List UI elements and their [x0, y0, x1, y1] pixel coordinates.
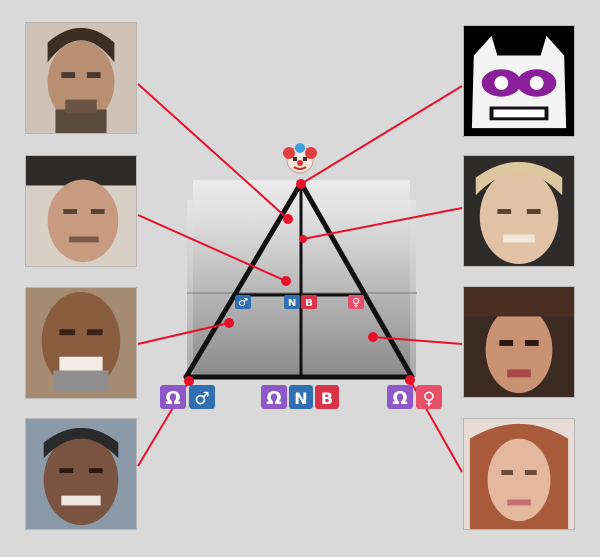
base-omega-female-badge: Ω ♀ [387, 385, 442, 409]
base-omega-male-badge: Ω ♂ [160, 385, 215, 409]
base-center-omega: Ω [266, 388, 281, 409]
connector-dots [184, 179, 415, 386]
portrait-left-2 [25, 155, 137, 267]
triangle [183, 180, 415, 380]
portrait-left-4 [25, 418, 137, 530]
connector-left-1 [137, 83, 289, 220]
inner-female-label: ♀ [352, 296, 360, 309]
base-right-female: ♀ [423, 389, 435, 409]
base-omega-nb-badge: Ω N B [261, 385, 339, 409]
base-left-male: ♂ [194, 389, 209, 409]
inner-nb-b-label: B [305, 298, 313, 309]
portrait-right-3 [463, 286, 575, 398]
inner-male-label: ♂ [238, 296, 248, 309]
inner-male-badge: ♂ [235, 295, 251, 309]
base-center-n: N [294, 389, 307, 408]
inner-nb-badge: N B [284, 295, 317, 309]
inner-nb-n-label: N [288, 298, 296, 309]
portrait-right-1 [463, 25, 575, 137]
base-right-omega: Ω [392, 388, 407, 409]
connector-right-3 [372, 336, 463, 345]
base-left-omega: Ω [165, 388, 180, 409]
portrait-left-3 [25, 287, 137, 399]
inner-female-badge: ♀ [348, 295, 364, 309]
portrait-right-4 [463, 418, 575, 530]
connector-right-2 [302, 207, 463, 240]
connector-right-1 [300, 85, 463, 185]
portrait-left-1 [25, 22, 137, 134]
connector-left-3 [137, 322, 230, 345]
base-center-b: B [321, 389, 333, 408]
clown-face-icon [283, 143, 317, 174]
portrait-right-2 [463, 155, 575, 267]
connector-left-2 [137, 214, 287, 282]
